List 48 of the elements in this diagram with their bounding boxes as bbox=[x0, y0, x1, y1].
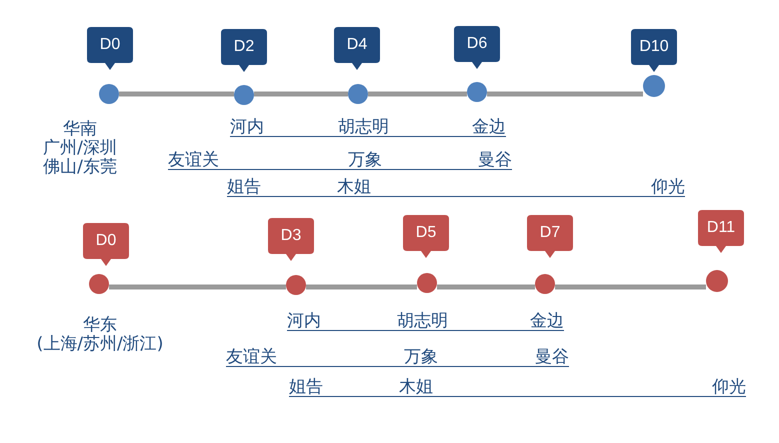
day-callout: D4 bbox=[334, 27, 380, 71]
place-name: 河内 bbox=[230, 117, 264, 137]
place-name: 胡志明 bbox=[397, 311, 448, 331]
timeline-dot bbox=[643, 75, 665, 97]
day-callout: D6 bbox=[454, 26, 500, 70]
day-callout: D10 bbox=[631, 29, 677, 73]
timeline-segment bbox=[109, 284, 286, 290]
day-callout: D2 bbox=[221, 29, 267, 73]
place-name: 万象 bbox=[348, 150, 382, 170]
place-name: 木姐 bbox=[399, 377, 433, 397]
region-label: 华东 (上海/苏州/浙江) bbox=[36, 316, 164, 354]
timeline-segment bbox=[555, 284, 706, 290]
region-label: 华南 广州/深圳 佛山/东莞 bbox=[42, 120, 118, 177]
timeline-dot bbox=[286, 275, 306, 295]
place-name: 姐告 bbox=[289, 377, 323, 397]
place-name: 仰光 bbox=[712, 377, 746, 397]
day-callout: D0 bbox=[87, 27, 133, 71]
timeline-dot bbox=[535, 274, 555, 294]
timeline-segment bbox=[437, 284, 535, 290]
place-name: 仰光 bbox=[651, 177, 685, 197]
place-name: 河内 bbox=[287, 311, 321, 331]
place-name: 金边 bbox=[530, 311, 564, 331]
timeline-segment bbox=[368, 92, 467, 96]
timeline-segment bbox=[254, 92, 348, 96]
timeline-dot bbox=[348, 84, 368, 104]
day-callout: D5 bbox=[403, 215, 449, 259]
timeline-dot bbox=[417, 273, 437, 293]
place-name: 金边 bbox=[472, 117, 506, 137]
place-name: 木姐 bbox=[337, 177, 371, 197]
timeline-dot bbox=[89, 274, 109, 294]
timeline-segment bbox=[487, 92, 643, 96]
place-name: 友谊关 bbox=[168, 150, 219, 170]
day-callout: D3 bbox=[268, 218, 314, 262]
timeline-segment bbox=[119, 92, 234, 96]
timeline-dot bbox=[99, 84, 119, 104]
day-callout: D11 bbox=[698, 210, 744, 254]
timeline-segment bbox=[306, 284, 417, 290]
timeline-dot bbox=[234, 85, 254, 105]
timeline-dot bbox=[467, 82, 487, 102]
day-callout: D7 bbox=[527, 215, 573, 259]
day-callout: D0 bbox=[83, 223, 129, 267]
place-name: 胡志明 bbox=[338, 117, 389, 137]
place-name: 曼谷 bbox=[535, 347, 569, 367]
place-name: 姐告 bbox=[227, 177, 261, 197]
place-name: 万象 bbox=[404, 347, 438, 367]
place-name: 友谊关 bbox=[226, 347, 277, 367]
place-name: 曼谷 bbox=[478, 150, 512, 170]
timeline-dot bbox=[706, 270, 728, 292]
